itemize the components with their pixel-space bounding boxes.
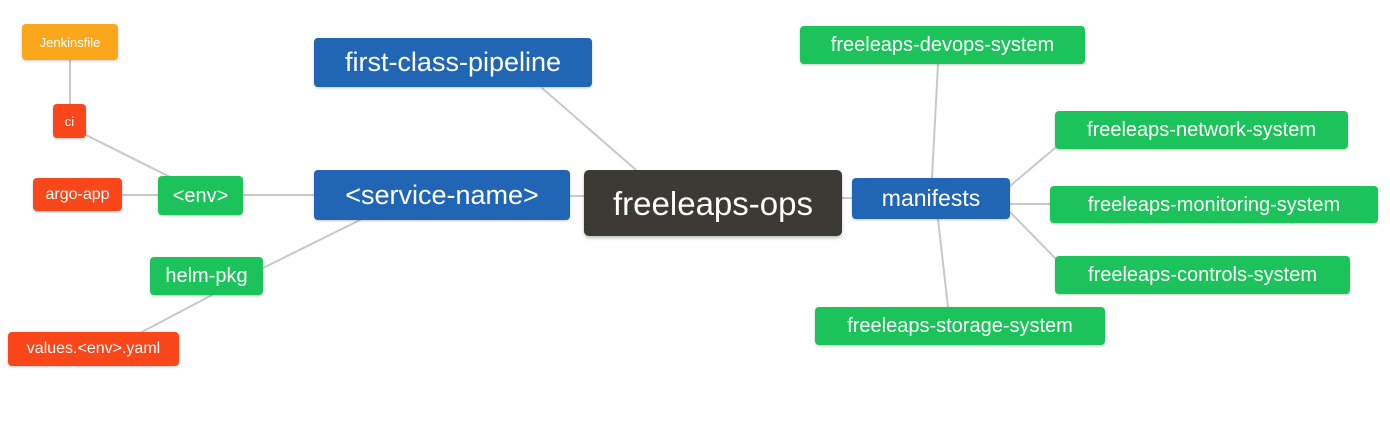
node-label: freeleaps-storage-system (847, 315, 1073, 337)
node-label: first-class-pipeline (344, 47, 562, 77)
node-values-yaml[interactable]: values.<env>.yaml (8, 332, 179, 366)
edge-values-helm (139, 294, 213, 334)
node-freeleaps-controls-system[interactable]: freeleaps-controls-system (1055, 256, 1350, 294)
node-label: helm-pkg (165, 265, 248, 287)
node-root-freeleaps-ops[interactable]: freeleaps-ops (584, 170, 842, 236)
edge-storage-manifests (937, 218, 949, 308)
node-label: <env> (172, 184, 229, 207)
node-label: argo-app (45, 185, 110, 203)
node-ci[interactable]: ci (53, 104, 86, 138)
node-manifests[interactable]: manifests (852, 178, 1010, 219)
node-argo-app[interactable]: argo-app (33, 178, 122, 211)
node-first-class-pipeline[interactable]: first-class-pipeline (314, 38, 592, 87)
node-label: Jenkinsfile (39, 34, 101, 50)
node-freeleaps-monitoring-system[interactable]: freeleaps-monitoring-system (1050, 186, 1378, 223)
node-label: freeleaps-network-system (1087, 119, 1316, 141)
edge-pipeline-root (541, 87, 637, 171)
node-label: freeleaps-monitoring-system (1087, 193, 1341, 216)
node-service-name[interactable]: <service-name> (314, 170, 570, 220)
node-label: <service-name> (345, 179, 539, 210)
node-label: freeleaps-ops (613, 184, 813, 222)
node-label: values.<env>.yaml (26, 340, 161, 357)
edge-network-manifests (1009, 147, 1056, 187)
edge-helm-service (262, 219, 361, 269)
node-helm-pkg[interactable]: helm-pkg (150, 257, 263, 295)
node-label: ci (64, 113, 75, 129)
node-freeleaps-storage-system[interactable]: freeleaps-storage-system (815, 307, 1105, 345)
node-label: manifests (881, 185, 981, 211)
edge-controls-manifests (1009, 211, 1056, 259)
edge-devops-manifests (931, 63, 939, 179)
node-freeleaps-network-system[interactable]: freeleaps-network-system (1055, 111, 1348, 149)
node-env[interactable]: <env> (158, 176, 243, 215)
node-jenkinsfile[interactable]: Jenkinsfile (22, 24, 118, 60)
node-label: freeleaps-controls-system (1088, 264, 1317, 286)
node-label: freeleaps-devops-system (830, 34, 1055, 56)
node-freeleaps-devops-system[interactable]: freeleaps-devops-system (800, 26, 1085, 64)
